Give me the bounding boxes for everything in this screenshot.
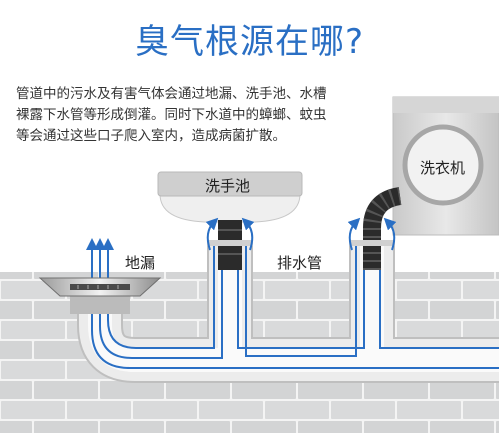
washing-machine-label: 洗衣机 <box>420 159 466 177</box>
drain-pipe-label: 排水管 <box>277 254 323 272</box>
floor-drain-label: 地漏 <box>125 254 156 272</box>
up-arrow-icon <box>86 238 114 276</box>
floor-drain <box>38 277 162 314</box>
description-line-3: 等会通过这些口子爬入室内，造成病菌扩散。 <box>16 128 286 144</box>
curved-arrow-icon <box>205 217 397 251</box>
page-title: 臭气根源在哪? <box>134 22 365 62</box>
sink-label: 洗手池 <box>205 177 251 195</box>
description-line-1: 管道中的污水及有害气体会通过地漏、洗手池、水槽 <box>16 86 327 102</box>
description: 管道中的污水及有害气体会通过地漏、洗手池、水槽 裸露下水管等形成倒灌。同时下水道… <box>16 84 376 147</box>
gas-flow-lines <box>91 240 499 369</box>
description-line-2: 裸露下水管等形成倒灌。同时下水道中的蟑螂、蚊虫 <box>16 107 327 123</box>
washing-machine <box>392 96 499 236</box>
washer-hose <box>363 187 402 270</box>
